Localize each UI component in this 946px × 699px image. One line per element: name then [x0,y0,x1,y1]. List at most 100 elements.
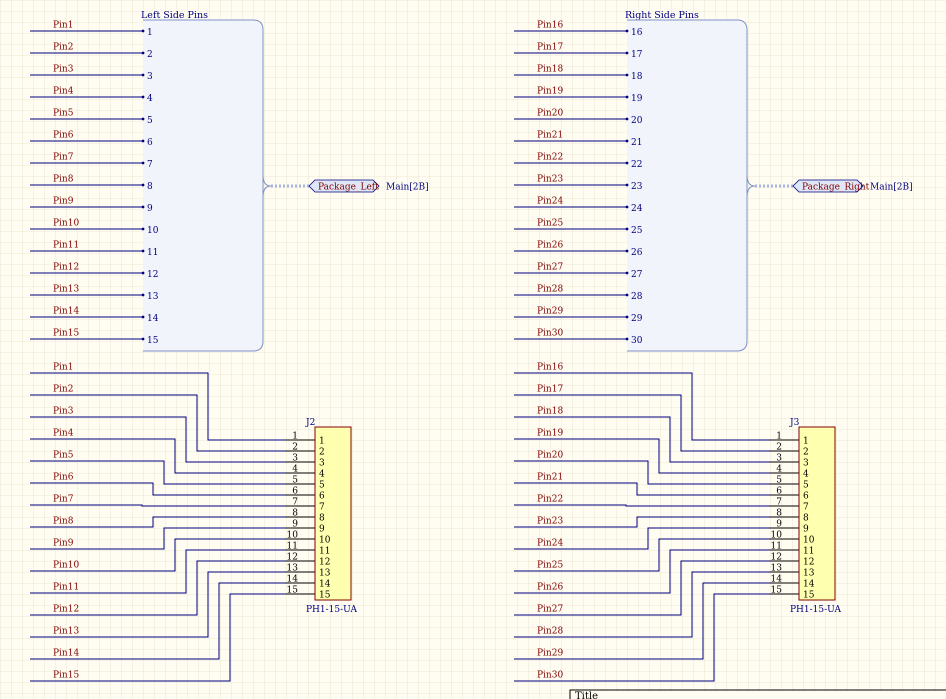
harness_left-pin-number: 15 [147,336,159,346]
connector_right-net-label[interactable]: Pin25 [537,561,563,571]
harness_right-net-label[interactable]: Pin26 [537,241,563,251]
harness_right-body[interactable] [627,19,748,352]
connector_left-net-label[interactable]: Pin6 [53,473,74,483]
harness_left-net-label[interactable]: Pin8 [53,175,74,185]
harness_right-net-label[interactable]: Pin21 [537,131,563,141]
harness_right-pin-dot [625,51,629,55]
connector_left-pin-number-outside: 6 [292,487,298,497]
connector_right-net-label[interactable]: Pin21 [537,473,563,483]
harness_right-net-label[interactable]: Pin19 [537,87,563,97]
harness_left-pin-number: 9 [147,204,153,214]
connector_left-designator[interactable]: J2 [305,418,315,428]
harness_left-net-label[interactable]: Pin15 [53,329,79,339]
harness_right-pin-dot [625,293,629,297]
harness_right-pin-number: 20 [631,116,643,126]
harness_left-net-label[interactable]: Pin11 [53,241,79,251]
connector_left-net-label[interactable]: Pin12 [53,605,79,615]
connector_right-pin-number-body: 10 [803,536,815,546]
connector_right-net-label[interactable]: Pin19 [537,429,563,439]
connector_right-pin-number-body: 2 [803,448,809,458]
harness_left-pin-dot [141,29,145,33]
harness_right-net-label[interactable]: Pin22 [537,153,563,163]
connector_right-net-label[interactable]: Pin16 [537,363,563,373]
connector_left-net-label[interactable]: Pin7 [53,495,74,505]
connector_right-net-label[interactable]: Pin22 [537,495,563,505]
harness_left-net-label[interactable]: Pin1 [53,21,73,31]
connector_right-net-label[interactable]: Pin28 [537,627,563,637]
connector_left-net-label[interactable]: Pin15 [53,671,79,681]
connector_right-net-label[interactable]: Pin17 [537,385,563,395]
connector_left-pin-number-body: 6 [319,492,325,502]
harness_left-net-label[interactable]: Pin10 [53,219,79,229]
connector_left-pin-number-body: 2 [319,448,325,458]
connector_left-body[interactable] [314,426,352,601]
harness_right-net-label[interactable]: Pin27 [537,263,563,273]
connector_right-pin-number-outside: 9 [776,520,782,530]
connector_left-pin-number-outside: 11 [287,542,298,552]
connector_left-net-label[interactable]: Pin11 [53,583,79,593]
connector_left-net-label[interactable]: Pin5 [53,451,74,461]
connector_left-net-label[interactable]: Pin4 [53,429,74,439]
harness_right-net-label[interactable]: Pin25 [537,219,563,229]
connector_left-net-label[interactable]: Pin10 [53,561,79,571]
harness_left-port[interactable] [308,179,380,193]
harness_left-pin-number: 8 [147,182,153,192]
connector_right-net-label[interactable]: Pin26 [537,583,563,593]
connector-j2-group[interactable]: Pin111Pin222Pin333Pin444Pin555Pin666Pin7… [30,363,357,682]
harness_right-net-label[interactable]: Pin18 [537,65,563,75]
harness_left-pin-dot [141,95,145,99]
connector_left-net-label[interactable]: Pin9 [53,539,74,549]
connector_left-net-label[interactable]: Pin3 [53,407,74,417]
connector_left-net-label[interactable]: Pin2 [53,385,73,395]
connector_right-part-name: PH1-15-UA [790,605,841,615]
harness_right-net-label[interactable]: Pin23 [537,175,563,185]
harness_right-pin-number: 23 [631,182,643,192]
harness_left-net-label[interactable]: Pin7 [53,153,74,163]
connector_left-net-label[interactable]: Pin13 [53,627,79,637]
harness_left-net-label[interactable]: Pin5 [53,109,74,119]
connector_left-pin-number-outside: 5 [292,476,298,486]
harness_right-net-label[interactable]: Pin30 [537,329,563,339]
connector_left-pin-number-outside: 12 [287,553,298,563]
connector_right-net-label[interactable]: Pin30 [537,671,563,681]
connector_right-net-label[interactable]: Pin27 [537,605,563,615]
harness_right-net-label[interactable]: Pin16 [537,21,563,31]
harness_left-port-ref: Main[2B] [386,183,429,193]
connector_right-pin-number-body: 13 [803,569,815,579]
harness_left-net-label[interactable]: Pin14 [53,307,79,317]
harness_right-net-label[interactable]: Pin28 [537,285,563,295]
harness_right-net-label[interactable]: Pin20 [537,109,563,119]
connector_right-net-label[interactable]: Pin20 [537,451,563,461]
connector_right-net-label[interactable]: Pin23 [537,517,563,527]
harness_right-net-label[interactable]: Pin24 [537,197,563,207]
harness_left-net-label[interactable]: Pin3 [53,65,74,75]
connector_right-body[interactable] [798,426,836,601]
connector_left-net-label[interactable]: Pin14 [53,649,79,659]
harness_left-body[interactable] [143,19,264,352]
harness_left-net-label[interactable]: Pin9 [53,197,74,207]
connector_right-designator[interactable]: J3 [789,418,800,428]
harness_right-pin-number: 25 [631,226,643,236]
harness_right-net-label[interactable]: Pin17 [537,43,563,53]
harness_left-net-label[interactable]: Pin12 [53,263,79,273]
harness_right-port[interactable] [792,179,864,193]
connector_left-pin-number-body: 13 [319,569,331,579]
connector_right-net-label[interactable]: Pin18 [537,407,563,417]
connector-j3-group[interactable]: Pin1611Pin1722Pin1833Pin1944Pin2055Pin21… [514,363,841,682]
harness_left-net-label[interactable]: Pin2 [53,43,73,53]
connector_right-net-label[interactable]: Pin24 [537,539,563,549]
harness_left-net-label[interactable]: Pin4 [53,87,74,97]
harness_right-net-label[interactable]: Pin29 [537,307,563,317]
harness_left-net-label[interactable]: Pin13 [53,285,79,295]
harness_left-net-label[interactable]: Pin6 [53,131,74,141]
connector_left-net-label[interactable]: Pin1 [53,363,73,373]
connector_right-pin-number-body: 15 [803,591,815,601]
connector_right-net-label[interactable]: Pin29 [537,649,563,659]
connector_left-pin-number-outside: 9 [292,520,298,530]
connector_right-pin-number-outside: 7 [776,498,782,508]
connector_left-net-label[interactable]: Pin8 [53,517,74,527]
connector_left-wire [30,372,285,441]
